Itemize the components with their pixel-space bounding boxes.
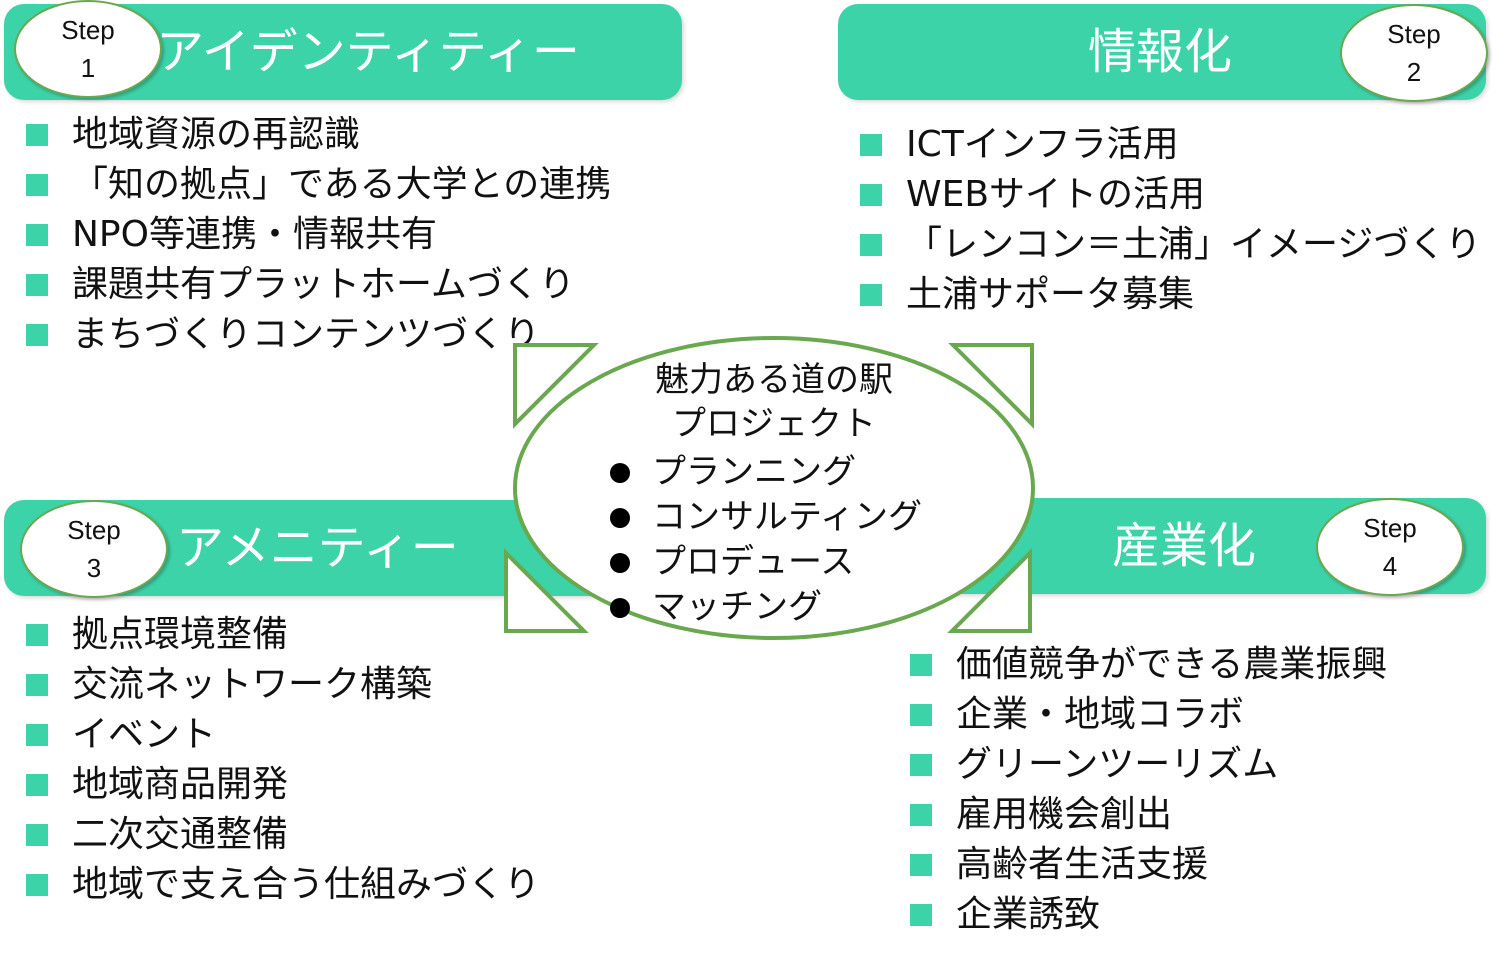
- bullet-square-icon: [26, 324, 48, 346]
- list-item: 「知の拠点」である大学との連携: [26, 160, 611, 210]
- bullet-square-icon: [26, 624, 48, 646]
- list-item: グリーンツーリズム: [910, 740, 1387, 790]
- bullet-dot-icon: [610, 597, 630, 618]
- list-item: 高齢者生活支援: [910, 840, 1387, 890]
- step1-number: 1: [80, 53, 96, 83]
- step2-list: ICTインフラ活用 WEBサイトの活用 「レンコン＝土浦」イメージづくり 土浦サ…: [860, 120, 1481, 320]
- bullet-dot-icon: [610, 462, 630, 483]
- list-item: 価値競争ができる農業振興: [910, 640, 1387, 690]
- bullet-dot-icon: [610, 552, 630, 573]
- step3-number: 3: [86, 553, 102, 583]
- list-item: イベント: [26, 710, 540, 760]
- list-item: 二次交通整備: [26, 810, 540, 860]
- list-item: 課題共有プラットホームづくり: [26, 260, 611, 310]
- list-item: NPO等連携・情報共有: [26, 210, 611, 260]
- center-title-line2: プロジェクト: [672, 404, 876, 444]
- bullet-square-icon: [26, 124, 48, 146]
- list-item: プロデュース: [610, 540, 922, 585]
- arrow-bottom-left-icon: [504, 548, 589, 633]
- list-item: WEBサイトの活用: [860, 170, 1481, 220]
- bullet-square-icon: [26, 824, 48, 846]
- step2-title: 情報化: [1088, 24, 1233, 80]
- center-title-line1: 魅力ある道の駅: [655, 360, 893, 400]
- bullet-square-icon: [910, 754, 932, 776]
- bullet-square-icon: [910, 704, 932, 726]
- bullet-square-icon: [910, 804, 932, 826]
- list-item: コンサルティング: [610, 495, 922, 540]
- list-item: マッチング: [610, 585, 922, 630]
- step4-list: 価値競争ができる農業振興 企業・地域コラボ グリーンツーリズム 雇用機会創出 高…: [910, 640, 1387, 940]
- bullet-square-icon: [26, 874, 48, 896]
- step2-number: 2: [1406, 57, 1422, 87]
- step4-badge: Step 4: [1316, 498, 1464, 596]
- list-item: ICTインフラ活用: [860, 120, 1481, 170]
- step1-list: 地域資源の再認識 「知の拠点」である大学との連携 NPO等連携・情報共有 課題共…: [26, 110, 611, 360]
- bullet-square-icon: [910, 904, 932, 926]
- bullet-square-icon: [910, 854, 932, 876]
- list-item: 企業・地域コラボ: [910, 690, 1387, 740]
- bullet-dot-icon: [610, 507, 630, 528]
- step4-title: 産業化: [1112, 518, 1257, 574]
- step2-badge: Step 2: [1340, 4, 1488, 102]
- center-project: 魅力ある道の駅 プロジェクト プランニング コンサルティング プロデュース マッ…: [514, 338, 1034, 638]
- list-item: 企業誘致: [910, 890, 1387, 940]
- list-item: 土浦サポータ募集: [860, 270, 1481, 320]
- bullet-square-icon: [860, 284, 882, 306]
- bullet-square-icon: [860, 134, 882, 156]
- bullet-square-icon: [910, 654, 932, 676]
- bullet-square-icon: [860, 184, 882, 206]
- center-title: 魅力ある道の駅 プロジェクト: [514, 358, 1034, 446]
- list-item: プランニング: [610, 450, 922, 495]
- list-item: 「レンコン＝土浦」イメージづくり: [860, 220, 1481, 270]
- center-ellipse: [513, 336, 1035, 640]
- bullet-square-icon: [860, 234, 882, 256]
- list-item: 地域商品開発: [26, 760, 540, 810]
- bullet-square-icon: [26, 274, 48, 296]
- step4-label: Step: [1363, 513, 1417, 543]
- bullet-square-icon: [26, 224, 48, 246]
- bullet-square-icon: [26, 674, 48, 696]
- center-list: プランニング コンサルティング プロデュース マッチング: [610, 450, 922, 630]
- list-item: 地域で支え合う仕組みづくり: [26, 860, 540, 910]
- step3-title: アメニティー: [176, 520, 459, 576]
- arrow-top-left-icon: [513, 343, 599, 429]
- step3-badge: Step 3: [20, 500, 168, 598]
- list-item: 雇用機会創出: [910, 790, 1387, 840]
- step4-number: 4: [1382, 551, 1398, 581]
- list-item: まちづくりコンテンツづくり: [26, 310, 611, 360]
- step2-label: Step: [1387, 19, 1441, 49]
- arrow-bottom-right-icon: [947, 548, 1032, 633]
- list-item: 地域資源の再認識: [26, 110, 611, 160]
- list-item: 交流ネットワーク構築: [26, 660, 540, 710]
- step1-title: アイデンティティー: [156, 24, 580, 80]
- step3-label: Step: [67, 515, 121, 545]
- list-item: 拠点環境整備: [26, 610, 540, 660]
- step3-list: 拠点環境整備 交流ネットワーク構築 イベント 地域商品開発 二次交通整備 地域で…: [26, 610, 540, 910]
- bullet-square-icon: [26, 724, 48, 746]
- step1-badge: Step 1: [14, 0, 162, 98]
- arrow-top-right-icon: [948, 343, 1034, 429]
- step1-label: Step: [61, 15, 115, 45]
- bullet-square-icon: [26, 174, 48, 196]
- bullet-square-icon: [26, 774, 48, 796]
